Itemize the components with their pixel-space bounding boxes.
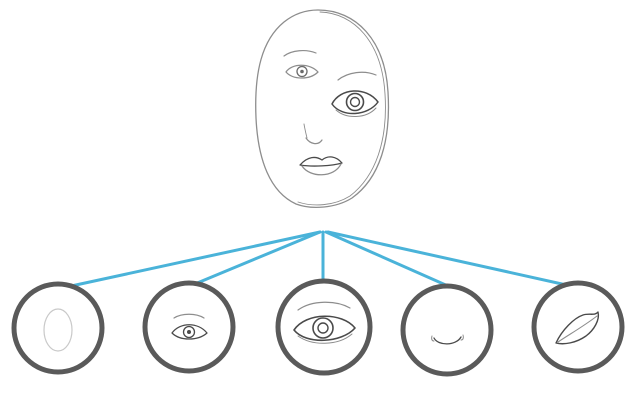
face-outline-stroke	[255, 9, 390, 209]
face-outline-stroke-2	[297, 11, 386, 206]
large-eye-icon	[293, 301, 356, 344]
lips-icon	[555, 311, 600, 345]
connector-nose	[324, 230, 450, 288]
part-ring	[11, 281, 105, 375]
part-circle-small-eye	[142, 280, 236, 374]
sketched-face-icon	[255, 9, 390, 209]
small-eye-icon	[171, 313, 208, 340]
part-circle-nose	[400, 283, 494, 377]
left-iris	[296, 65, 308, 78]
part-circle-lips	[531, 280, 625, 374]
face-outline-icon	[43, 308, 73, 352]
right-eye	[331, 90, 379, 115]
right-iris	[345, 92, 365, 112]
part-circle-large-eye	[275, 278, 373, 376]
part-ring	[400, 283, 494, 377]
left-eye	[285, 64, 319, 79]
connector-lines	[60, 230, 582, 290]
left-pupil	[300, 69, 304, 74]
connector-lips	[326, 230, 582, 290]
nose	[305, 137, 323, 145]
lips-lower	[301, 163, 342, 176]
nose-icon	[431, 334, 464, 345]
right-pupil	[349, 96, 361, 108]
connector-face-outline	[60, 230, 322, 290]
nose-bridge	[303, 123, 308, 139]
part-ring	[531, 280, 625, 374]
part-ring	[275, 278, 373, 376]
left-eyebrow	[283, 50, 317, 57]
right-eyebrow	[337, 71, 377, 81]
part-circle-face-outline	[11, 281, 105, 375]
lips-upper	[299, 156, 343, 167]
connector-small-eye	[188, 230, 322, 288]
right-eye-lower-lid	[335, 107, 377, 117]
